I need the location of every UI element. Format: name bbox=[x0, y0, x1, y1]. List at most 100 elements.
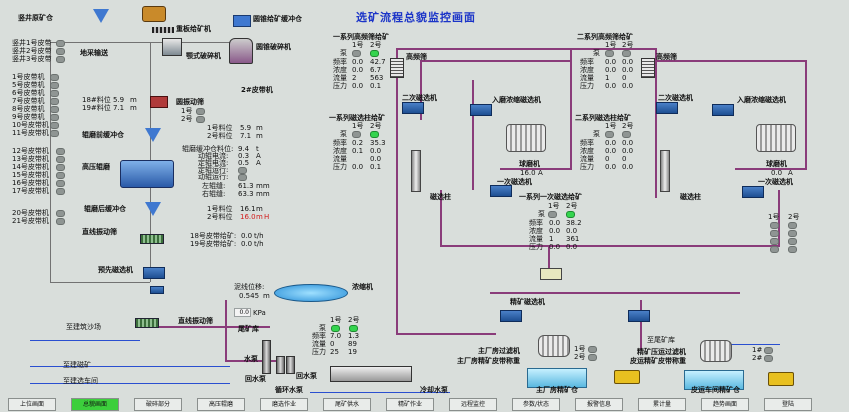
nav-button[interactable]: 报警信息 bbox=[575, 398, 623, 411]
s2-mag1-icon[interactable] bbox=[742, 186, 764, 198]
nav-button-active[interactable]: 总貌画面 bbox=[71, 398, 119, 411]
s1-dewater-icon[interactable] bbox=[470, 104, 492, 116]
value: 0.1 bbox=[370, 82, 382, 90]
truck-icon bbox=[614, 370, 640, 384]
value: 0.0 bbox=[622, 163, 634, 171]
thickener-icon[interactable] bbox=[274, 284, 348, 302]
status-indicator bbox=[788, 246, 797, 253]
post-level-1-label: 1号料位 bbox=[207, 205, 233, 213]
row-label: 泵 bbox=[593, 49, 600, 57]
pre-mag-separator-icon[interactable] bbox=[143, 267, 165, 279]
nav-button[interactable]: 磨选作业 bbox=[260, 398, 308, 411]
s2-ball-mill-unit: A bbox=[788, 169, 793, 177]
nav-button[interactable]: 尾矿供水 bbox=[323, 398, 371, 411]
nav-button[interactable]: 精矿作业 bbox=[386, 398, 434, 411]
linear-screen-2-label: 直线振动筛 bbox=[178, 317, 213, 325]
s1-mag1-icon[interactable] bbox=[490, 185, 512, 197]
param-value: 63.3 bbox=[238, 190, 254, 198]
value: 2 bbox=[352, 74, 357, 82]
fine-mag-icon-1[interactable] bbox=[500, 310, 522, 322]
pair-2-label: 2号 bbox=[788, 213, 800, 221]
cone-crusher-icon[interactable] bbox=[229, 38, 253, 64]
value: 0.0 bbox=[549, 227, 561, 235]
row-label: 压力 bbox=[312, 348, 326, 356]
s1-hf-screen-icon[interactable] bbox=[390, 58, 404, 78]
bin-level-2-label: 2号料位 bbox=[207, 132, 233, 140]
linear-screen-2-icon[interactable] bbox=[135, 318, 159, 328]
row-label: 流量 bbox=[333, 155, 347, 163]
param-unit: A bbox=[256, 159, 261, 167]
nav-button[interactable]: 参数/状态 bbox=[512, 398, 560, 411]
nav-button[interactable]: 累计量 bbox=[638, 398, 686, 411]
nav-button[interactable]: 远程监控 bbox=[449, 398, 497, 411]
jaw-crusher-icon[interactable] bbox=[162, 38, 182, 56]
post-hpgr-bin-icon bbox=[145, 202, 161, 216]
s1-mag2-icon[interactable] bbox=[402, 102, 424, 114]
heavy-feeder-icon[interactable] bbox=[152, 27, 174, 33]
row-label: 泵 bbox=[593, 130, 600, 138]
value: 0.0 bbox=[352, 82, 364, 90]
filter-icon[interactable] bbox=[538, 335, 570, 357]
value: 0.0 bbox=[622, 82, 634, 90]
fine-filter-icon[interactable] bbox=[700, 340, 732, 362]
value: 563 bbox=[370, 74, 384, 82]
s2-mag2-label: 二次磁选机 bbox=[658, 94, 693, 102]
row-label: 浓度 bbox=[333, 66, 347, 74]
nav-button[interactable]: 登陆 bbox=[764, 398, 812, 411]
concentrate-bin-label: 主厂房精矿仓 bbox=[536, 386, 578, 394]
value: 25 bbox=[330, 348, 339, 356]
s2-mag-column-icon[interactable] bbox=[660, 150, 670, 192]
s2-dewater-icon[interactable] bbox=[712, 104, 734, 116]
pump-2-status bbox=[622, 50, 631, 57]
pump-1-status bbox=[352, 50, 361, 57]
value: 0.0 bbox=[549, 243, 561, 251]
cone-crusher-label: 圆锥破碎机 bbox=[256, 43, 291, 51]
value: 0.0 bbox=[605, 58, 617, 66]
linear-screen-label: 直线振动筛 bbox=[82, 228, 117, 236]
pipe bbox=[570, 48, 572, 168]
ground-conveyor-label: 地采输送 bbox=[80, 49, 108, 57]
pipe bbox=[500, 168, 572, 170]
round-screen-icon[interactable] bbox=[150, 96, 168, 108]
nav-button[interactable]: 趋势画面 bbox=[701, 398, 749, 411]
hpgr-label: 高压辊磨 bbox=[82, 163, 110, 171]
param-label: 定辊运行: bbox=[198, 166, 229, 174]
circulation-pump-label: 循环水泵 bbox=[275, 386, 303, 394]
pipe bbox=[490, 292, 740, 294]
status-indicator bbox=[196, 116, 205, 123]
linear-screen-icon[interactable] bbox=[140, 234, 164, 244]
level-19-value: 7.1 bbox=[113, 104, 125, 112]
s2-hf-screen-icon[interactable] bbox=[641, 58, 655, 78]
s1-mag-column-icon[interactable] bbox=[411, 150, 421, 192]
s2-mag2-icon[interactable] bbox=[656, 102, 678, 114]
belt-label: 竖井3号皮带 bbox=[12, 55, 52, 63]
status-indicator bbox=[56, 164, 65, 171]
nav-button[interactable]: 高压辊磨 bbox=[197, 398, 245, 411]
status-indicator bbox=[50, 114, 59, 121]
value: 0.1 bbox=[370, 163, 382, 171]
nav-button[interactable]: 破碎部分 bbox=[134, 398, 182, 411]
bin-level-1-unit: m bbox=[256, 124, 263, 132]
param-unit: mm bbox=[256, 182, 270, 190]
status-indicator bbox=[770, 246, 779, 253]
small-separator-icon[interactable] bbox=[150, 286, 164, 294]
value: 0 bbox=[330, 340, 335, 348]
status-indicator bbox=[238, 174, 247, 181]
pump-1-status bbox=[605, 131, 614, 138]
s1-ball-mill-icon[interactable] bbox=[506, 124, 546, 152]
jaw-crusher-label: 颚式破碎机 bbox=[186, 52, 221, 60]
fine-mag-icon-2[interactable] bbox=[628, 310, 650, 322]
s2-mag1-label: 一次磁选机 bbox=[758, 178, 793, 186]
status-indicator bbox=[788, 222, 797, 229]
post-level-1-value: 16.1 bbox=[240, 205, 256, 213]
row-label: 频率 bbox=[580, 139, 594, 147]
row-label: 压力 bbox=[333, 163, 347, 171]
status-indicator bbox=[56, 218, 65, 225]
s2-ball-mill-icon[interactable] bbox=[756, 124, 796, 152]
s1-mag2-label: 二次磁选机 bbox=[402, 94, 437, 102]
nav-button[interactable]: 上位画面 bbox=[8, 398, 56, 411]
row-label: 频率 bbox=[312, 332, 326, 340]
hpgr-icon[interactable] bbox=[120, 160, 174, 188]
pipe bbox=[655, 48, 657, 198]
param-label: 右辊缝: bbox=[202, 190, 226, 198]
